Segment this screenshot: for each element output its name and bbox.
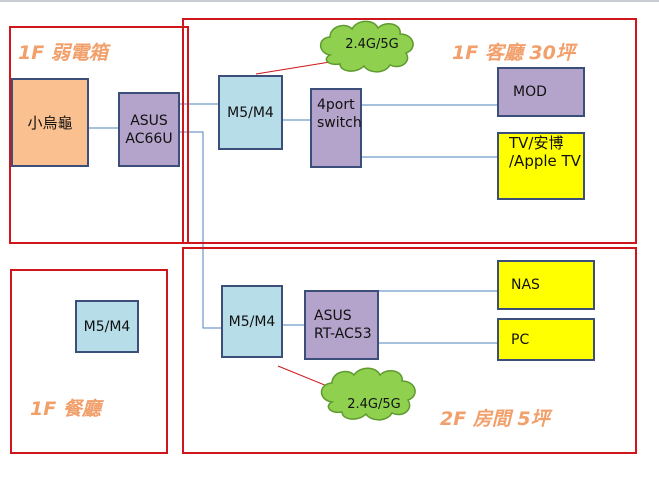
tv-label-2: /Apple TV [509,152,581,170]
tv-box: TV/安博 /Apple TV [497,132,585,200]
pc-box: PC [497,318,595,361]
room-bedroom [182,247,637,454]
switch-box: 4port switch [310,88,362,168]
asus-ac66u-label-1: ASUS [130,112,168,129]
m5-dining-box: M5/M4 [75,300,139,353]
modem-box: 小烏龜 [11,78,89,167]
m5-living-box: M5/M4 [218,75,283,150]
modem-label: 小烏龜 [27,113,73,132]
room-label-weak-box: 1F 弱電箱 [18,42,108,64]
room-living [182,18,637,244]
room-dining [10,269,168,454]
asus-ac53-label-2: RT-AC53 [314,326,372,342]
wifi-cloud-living: 2.4G/5G [319,20,414,73]
nas-label: NAS [511,277,540,293]
switch-label-2: switch [317,115,362,131]
tv-label-1: TV/安博 [509,134,564,152]
m5-living-label: M5/M4 [227,104,274,121]
room-label-bedroom: 2F 房間 5坪 [440,408,550,430]
m5-bedroom-label: M5/M4 [228,313,276,330]
wireless-link-living [255,61,331,75]
m5-dining-label: M5/M4 [83,318,131,335]
m5-bedroom-box: M5/M4 [221,285,283,358]
wifi-label-bedroom: 2.4G/5G [347,397,400,412]
wifi-label-living: 2.4G/5G [345,37,398,52]
nas-box: NAS [497,260,595,310]
asus-ac53-box: ASUS RT-AC53 [304,290,379,360]
link-ac66u-m5-bedroom [180,131,221,329]
asus-ac66u-box: ASUS AC66U [118,92,180,167]
asus-ac53-label-1: ASUS [314,308,352,324]
asus-ac66u-label-2: AC66U [125,130,173,147]
mod-label: MOD [513,84,547,100]
switch-label-1: 4port [317,97,355,113]
room-weak-box [9,26,189,244]
window-top-border [0,0,659,2]
wireless-link-bedroom [277,365,333,389]
wifi-cloud-bedroom: 2.4G/5G [320,367,416,421]
pc-label: PC [511,331,530,348]
room-label-living: 1F 客廳 30坪 [452,42,575,64]
mod-box: MOD [497,67,585,117]
room-label-dining: 1F 餐廳 [30,398,101,420]
